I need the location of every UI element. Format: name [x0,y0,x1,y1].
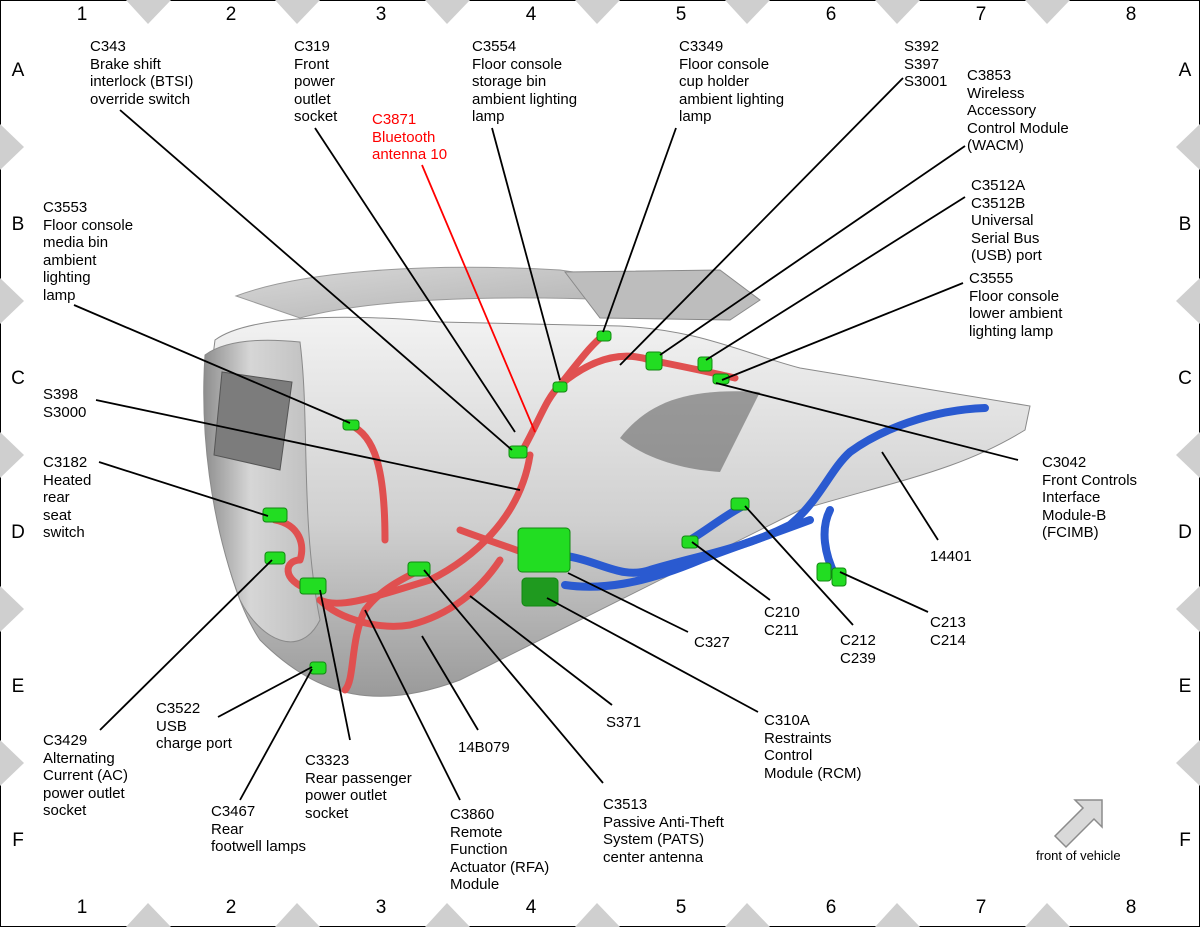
grid-col-4-top: 4 [525,4,537,25]
label-c327: C327 [694,634,730,651]
grid-row-f-left: F [12,830,24,851]
grid-row-c-left: C [11,368,25,389]
grid-row-a-right: A [1178,60,1192,81]
label-14401: 14401 [930,548,972,565]
floor-console [203,266,1031,697]
border-triangles-left [0,124,24,786]
console-upper-tray [564,269,761,321]
orientation-label: front of vehicle [1036,848,1121,863]
leader-14401 [881,451,939,541]
grid-col-2-top: 2 [225,4,237,25]
grid-col-6-top: 6 [825,4,837,25]
leader-c3513 [423,569,604,784]
border-triangles-bottom [126,903,1070,927]
leader-c3429 [99,559,273,731]
callout-lines [73,77,1019,801]
leader-s398 [95,399,521,491]
leader-c3182 [98,461,269,517]
leader-s392 [619,77,904,366]
grid-row-f-right: F [1179,830,1191,851]
grid-col-7-top: 7 [975,4,987,25]
leader-c3553 [73,304,351,424]
leader-c319 [314,127,516,433]
leader-c327 [567,572,689,633]
leader-c3871 [421,164,536,433]
leader-c213 [839,571,929,613]
grid-col-6-bottom: 6 [825,897,837,918]
grid-col-2-bottom: 2 [225,897,237,918]
grid-col-4-bottom: 4 [525,897,537,918]
grid-col-5-top: 5 [675,4,687,25]
leader-c343 [119,109,513,451]
label-s371: S371 [606,714,642,731]
border-triangles-top [126,0,1070,24]
leader-c310a [546,597,759,713]
console-main-body [209,316,1031,697]
grid-row-a-left: A [11,60,25,81]
leader-14b079 [421,635,479,731]
leader-s371 [469,595,613,706]
grid-col-3-top: 3 [375,4,387,25]
console-opening [620,391,760,472]
leader-c3554 [491,127,561,381]
leader-c3860 [364,609,461,801]
grid-col-1-top: 1 [76,4,88,25]
leader-c3555 [721,282,964,381]
grid-row-e-right: E [1178,676,1192,697]
leader-c3349 [602,127,677,333]
grid-row-b-left: B [11,214,25,235]
grid-col-1-bottom: 1 [76,897,88,918]
leader-c210 [691,541,771,601]
grid-col-3-bottom: 3 [375,897,387,918]
grid-col-8-bottom: 8 [1125,897,1137,918]
arrow-icon [1053,799,1103,849]
label-14b079: 14B079 [458,739,510,756]
rear-vent [213,371,293,471]
leader-c3467 [239,668,313,801]
grid-row-d-left: D [11,522,25,543]
grid-col-7-bottom: 7 [975,897,987,918]
grid-row-e-left: E [11,676,25,697]
grid-col-5-bottom: 5 [675,897,687,918]
leader-c3512 [705,196,966,361]
leader-c3853 [659,145,966,356]
leader-c3042 [715,382,1019,461]
grid-row-b-right: B [1178,214,1192,235]
leader-c212 [744,505,854,626]
grid-row-d-right: D [1178,522,1192,543]
grid-row-c-right: C [1178,368,1192,389]
grid-col-8-top: 8 [1125,4,1137,25]
leader-c3522 [217,666,313,718]
border-triangles-right [1176,124,1200,786]
leader-c3323 [319,589,351,741]
